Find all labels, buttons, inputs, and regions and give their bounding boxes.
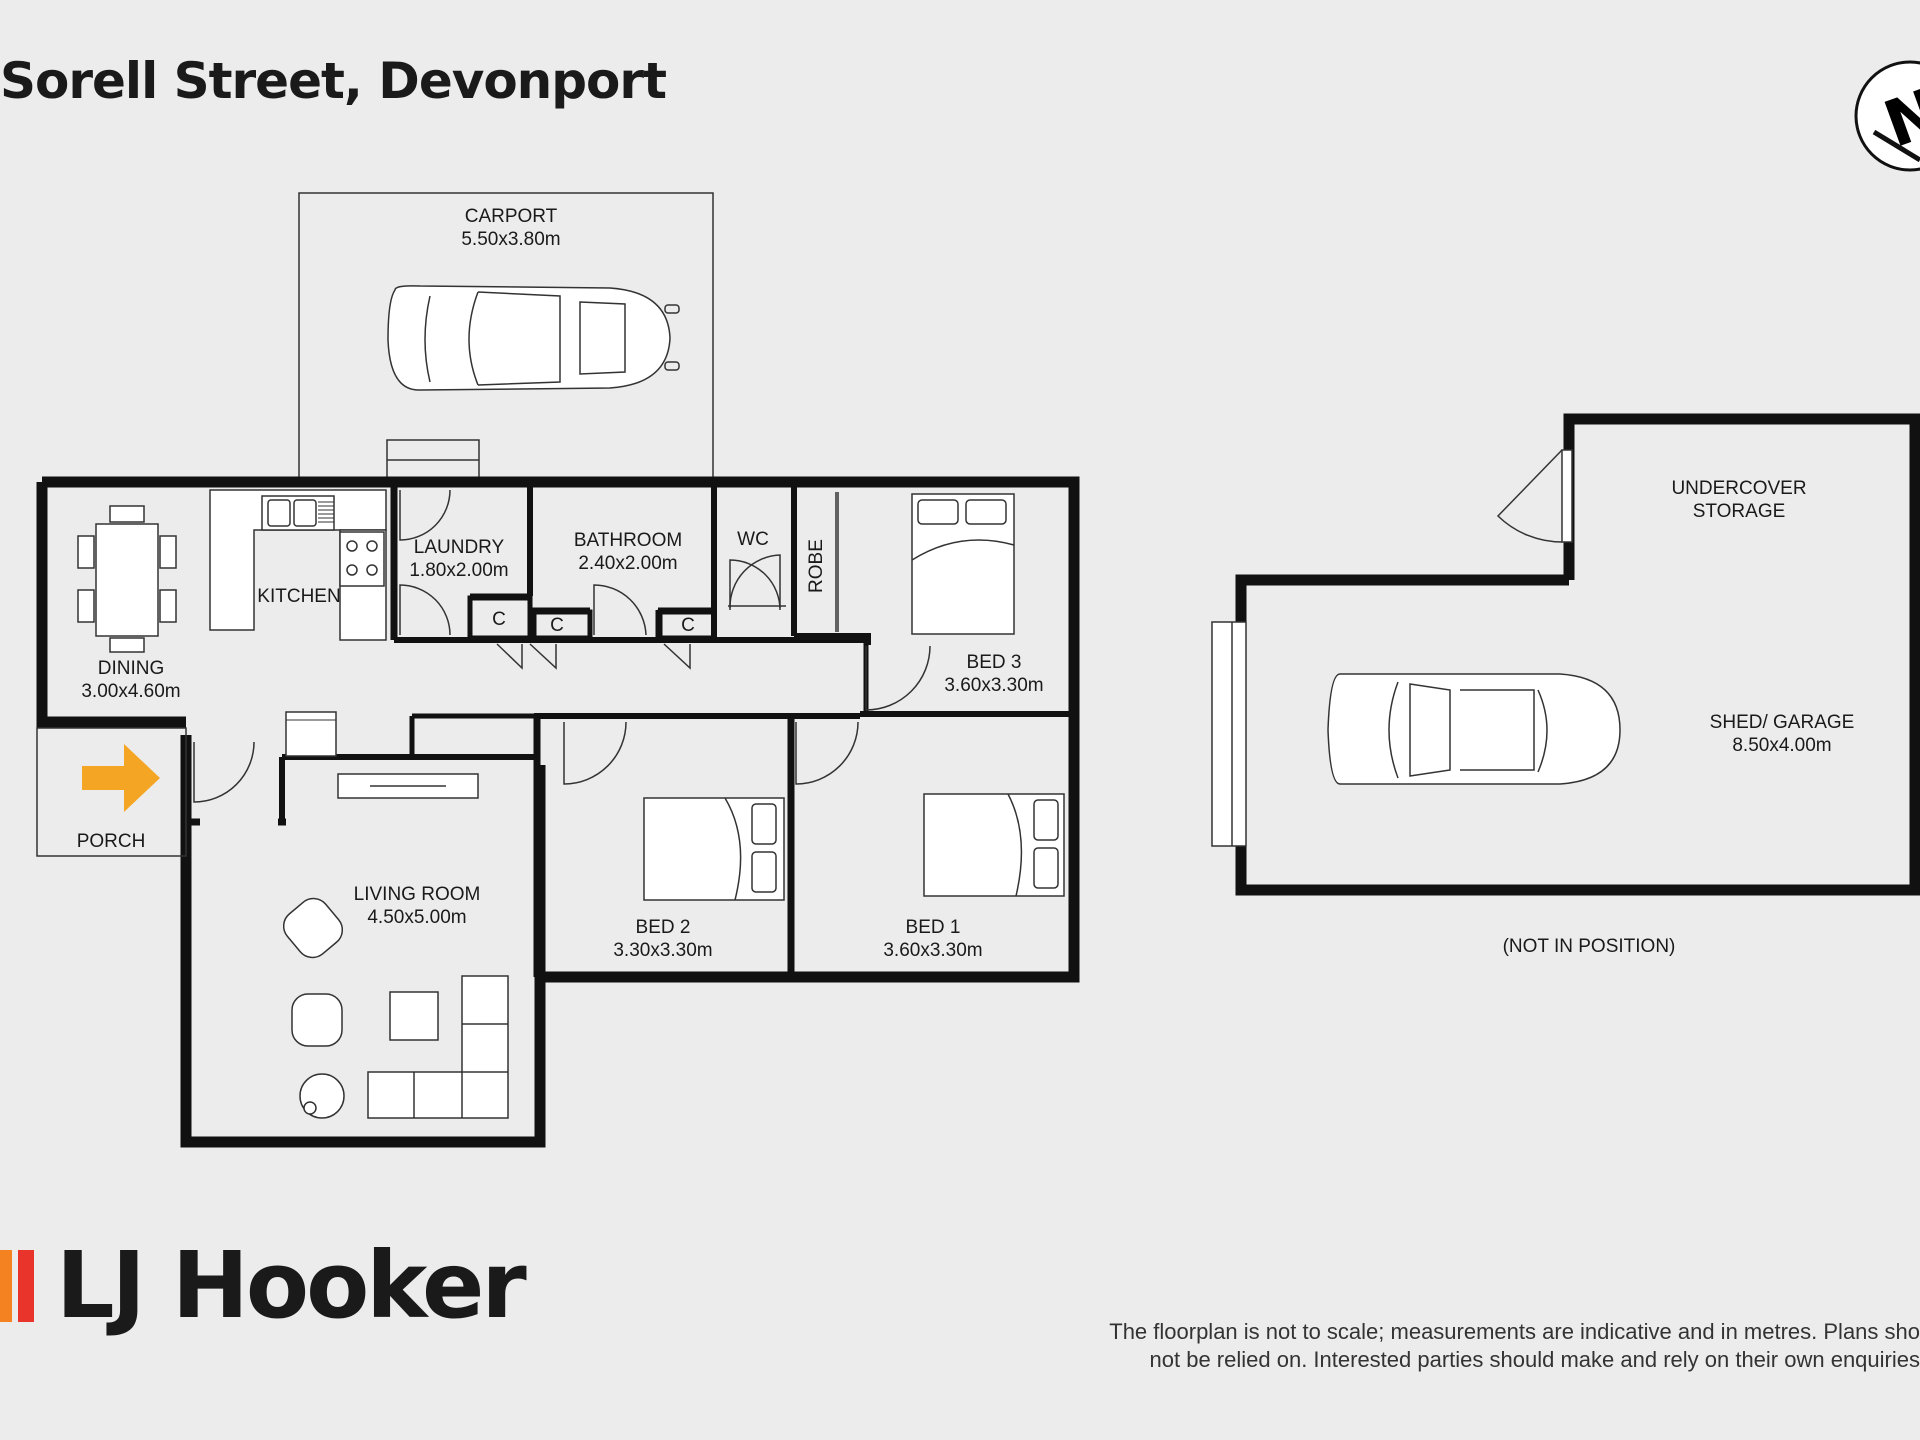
laundry-label: LAUNDRY [414,537,505,558]
brand-wordmark: LJ Hooker [56,1232,527,1339]
brand-bar-orange [0,1250,12,1322]
cooktop-icon [339,531,385,587]
shed-size: 8.50x4.00m [1732,735,1831,756]
disclaimer-line-2: not be relied on. Interested parties sho… [1149,1347,1920,1372]
porch-outline [36,727,187,857]
cupboard-boxes [467,595,717,641]
bed-1-size: 3.60x3.30m [883,940,982,961]
disclaimer: The floorplan is not to scale; measureme… [1030,1318,1920,1374]
robe-label: ROBE [806,539,827,593]
doors [193,489,931,803]
bathroom-label: BATHROOM [574,530,682,551]
carport-label: CARPORT [465,206,558,227]
storage-label-2: STORAGE [1693,501,1786,522]
wc-label: WC [737,529,769,550]
cupboard-label: C [550,615,564,636]
bed-3-label: BED 3 [967,652,1022,673]
carport-size: 5.50x3.80m [461,229,560,250]
storage-door [1496,449,1573,543]
dining-size: 3.00x4.60m [81,681,180,702]
shed-walls [1235,413,1920,896]
disclaimer-line-1: The floorplan is not to scale; measureme… [1109,1319,1920,1344]
bed-2-size: 3.30x3.30m [613,940,712,961]
page-title: Sorell Street, Devonport [0,52,667,110]
armchair-icon [282,897,344,959]
shed-label: SHED/ GARAGE [1710,712,1855,733]
coffee-table-icon [389,991,439,1041]
cupboard-label: C [492,609,506,630]
porch-label: PORCH [77,831,146,852]
not-in-position-note: (NOT IN POSITION) [1503,936,1676,957]
laundry-size: 1.80x2.00m [409,560,508,581]
kitchen-label: KITCHEN [257,586,340,607]
room-labels: CARPORT 5.50x3.80m LAUNDRY 1.80x2.00m BA… [77,206,1855,961]
bathroom-size: 2.40x2.00m [578,553,677,574]
living-room-size: 4.50x5.00m [367,907,466,928]
bed-3-size: 3.60x3.30m [944,675,1043,696]
kitchen-benches [209,489,387,641]
living-room-label: LIVING ROOM [354,884,481,905]
bed-1-label: BED 1 [906,917,961,938]
car-icon [1327,673,1621,785]
storage-label-1: UNDERCOVER [1671,478,1806,499]
car-icon [387,285,680,391]
bed-2-icon [643,797,785,901]
entry-arrow-icon [82,744,160,812]
bed-3-icon [911,493,1015,635]
compass-icon: N [1854,60,1920,172]
dining-label: DINING [98,658,165,679]
brand-bar-red [18,1250,34,1322]
living-furniture [282,773,509,1119]
cupboard-label: C [681,615,695,636]
dining-table-icon [77,505,177,653]
fridge-icon [285,711,337,757]
bed-2-label: BED 2 [636,917,691,938]
garage-door [1211,621,1247,847]
carport-step [386,439,480,479]
armchair-icon [291,993,343,1047]
bed-1-icon [923,793,1065,897]
